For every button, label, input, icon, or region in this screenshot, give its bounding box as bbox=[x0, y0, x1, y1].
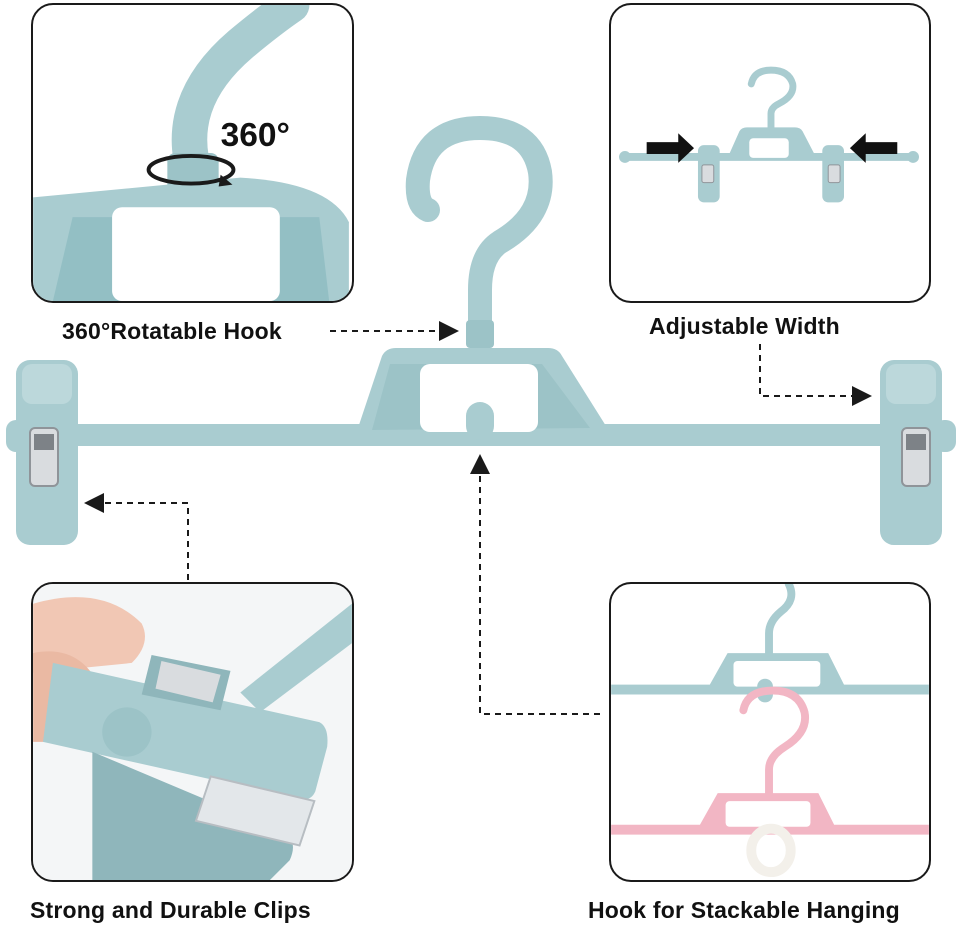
arrow-left-icon bbox=[849, 133, 898, 163]
stack-hook-knob bbox=[466, 402, 494, 440]
caption-stackable: Hook for Stackable Hanging bbox=[588, 897, 900, 923]
arrow-right-icon bbox=[646, 133, 695, 163]
panel-clips bbox=[31, 582, 354, 882]
connector-stack bbox=[470, 454, 600, 715]
rotate-arrow-icon bbox=[146, 153, 236, 186]
caption-clips: Strong and Durable Clips bbox=[30, 897, 311, 923]
panel-adjustable-width bbox=[609, 3, 931, 303]
right-clip bbox=[880, 360, 956, 545]
connector-clips bbox=[84, 493, 189, 580]
rotatable-hook bbox=[405, 115, 553, 342]
caption-rotatable-hook: 360°Rotatable Hook bbox=[62, 318, 282, 344]
panel-rotatable-hook: 360° bbox=[31, 3, 354, 303]
rotation-badge: 360° bbox=[221, 117, 290, 154]
left-clip bbox=[6, 360, 78, 545]
caption-adjustable-width: Adjustable Width bbox=[649, 313, 840, 339]
panel-stackable bbox=[609, 582, 931, 882]
connector-width bbox=[759, 344, 872, 406]
